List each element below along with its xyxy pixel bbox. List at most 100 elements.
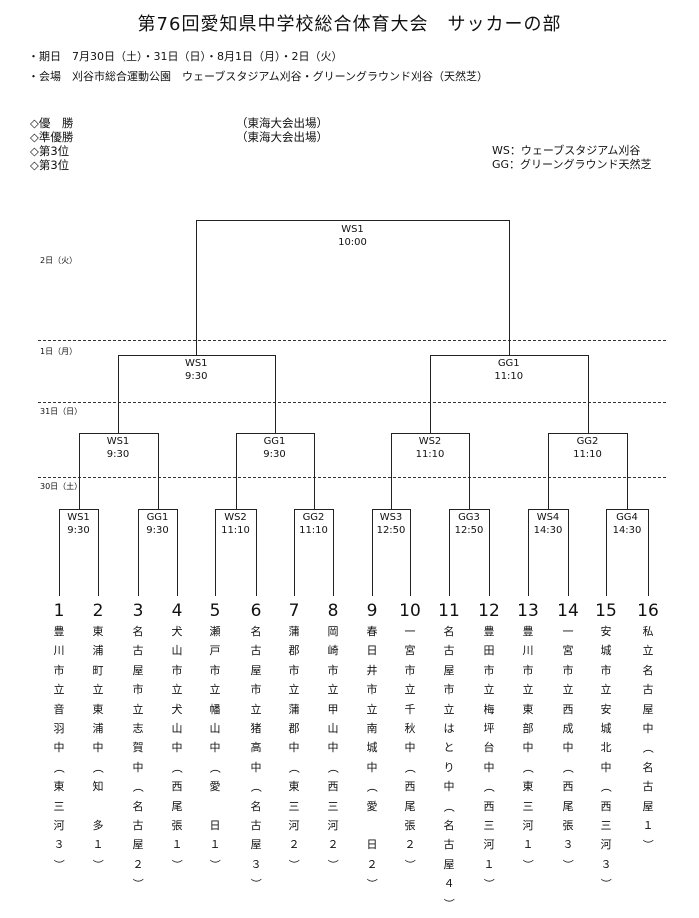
results-list: ◇優 勝 ◇準優勝 ◇第3位 ◇第3位 — [30, 116, 73, 172]
team-number: 16 — [637, 601, 659, 621]
match-final: WS1 10:00 — [318, 223, 388, 249]
bracket-line-connector — [313, 433, 315, 509]
bracket-line-leaf — [333, 509, 334, 596]
match-round1-3: WS2 11:10 — [201, 511, 271, 537]
result-label: ◇第3位 — [30, 144, 70, 158]
day-label-jul31: 31日（日） — [40, 407, 83, 416]
match-venue: GG2 — [302, 512, 325, 523]
match-time: 9:30 — [185, 371, 208, 382]
result-third-a: ◇第3位 — [30, 144, 73, 158]
match-venue: WS2 — [418, 436, 442, 447]
match-venue: GG1 — [497, 358, 520, 369]
team-number: 15 — [595, 601, 617, 621]
team-number: 2 — [92, 601, 104, 621]
legend-gg: GG：グリーングラウンド天然芝 — [492, 158, 652, 171]
bracket-line-leaf — [59, 509, 60, 596]
day-label-aug1: 1日（月） — [40, 347, 78, 356]
match-round1-2: GG1 9:30 — [123, 511, 193, 537]
bracket-line-semifinal — [118, 355, 275, 356]
match-venue: WS1 — [106, 436, 130, 447]
bracket-line-leaf — [177, 509, 178, 596]
bracket-line-round1 — [449, 509, 489, 510]
team-number: 5 — [209, 601, 221, 621]
match-round1-7: WS4 14:30 — [513, 511, 583, 537]
bracket-line-round1 — [59, 509, 98, 510]
match-venue: WS1 — [341, 224, 364, 235]
match-semifinal-1: WS1 9:30 — [161, 357, 231, 383]
bracket-line-round2 — [235, 433, 314, 434]
bracket-line-leaf — [256, 509, 257, 596]
bracket-line-connector — [274, 355, 276, 433]
bracket-line-connector — [508, 220, 510, 355]
result-third-b: ◇第3位 — [30, 158, 73, 172]
match-round1-4: GG2 11:10 — [279, 511, 349, 537]
bracket-line-semifinal — [430, 355, 588, 356]
match-round1-6: GG3 12:50 — [434, 511, 504, 537]
match-time: 14:30 — [533, 525, 563, 536]
team-number: 12 — [478, 601, 500, 621]
match-time: 9:30 — [106, 449, 130, 460]
page-title: 第76回愛知県中学校総合体育大会 サッカーの部 — [137, 14, 562, 35]
match-round1-5: WS3 12:50 — [356, 511, 426, 537]
match-time: 11:10 — [415, 449, 445, 460]
match-venue: WS4 — [536, 512, 560, 523]
match-round2-3: WS2 11:10 — [395, 435, 465, 461]
day-label-jul30: 30日（土） — [40, 482, 83, 491]
team-number: 7 — [288, 601, 300, 621]
result-note: （東海大会出場） — [236, 116, 328, 130]
bracket-line-connector — [548, 433, 549, 509]
bracket-line-connector — [78, 433, 80, 509]
day-divider — [38, 340, 666, 341]
team-number: 9 — [366, 601, 378, 621]
bracket-line-connector — [157, 433, 159, 509]
bracket-line-leaf — [606, 509, 607, 596]
match-venue: WS2 — [224, 512, 247, 523]
bracket-line-leaf — [648, 509, 649, 596]
bracket-line-connector — [469, 433, 470, 509]
legend-ws: WS：ウェーブスタジアム刈谷 — [492, 144, 641, 157]
day-divider — [38, 477, 666, 478]
match-venue: WS1 — [184, 358, 208, 369]
team-number: 13 — [517, 601, 539, 621]
bracket-line-leaf — [215, 509, 216, 596]
match-round2-4: GG2 11:10 — [553, 435, 623, 461]
bracket-line-final — [196, 220, 509, 221]
team-number: 10 — [399, 601, 421, 621]
match-venue: WS1 — [67, 512, 90, 523]
result-runner-up: ◇準優勝 — [30, 130, 73, 144]
bracket-line-round1 — [528, 509, 568, 510]
team-number: 14 — [557, 601, 579, 621]
bracket-line-round2 — [548, 433, 627, 434]
bracket-line-connector — [587, 355, 589, 433]
bracket-line-round1 — [138, 509, 177, 510]
day-label-aug2: 2日（火） — [40, 256, 78, 265]
bracket-line-leaf — [98, 509, 99, 596]
bracket-line-connector — [430, 355, 431, 433]
match-venue: GG4 — [616, 512, 638, 523]
bracket-line-leaf — [528, 509, 529, 596]
team-number: 3 — [132, 601, 144, 621]
match-time: 11:10 — [573, 449, 602, 460]
match-time: 9:30 — [146, 525, 169, 536]
bracket-line-connector — [118, 355, 119, 433]
bracket-line-round1 — [372, 509, 410, 510]
